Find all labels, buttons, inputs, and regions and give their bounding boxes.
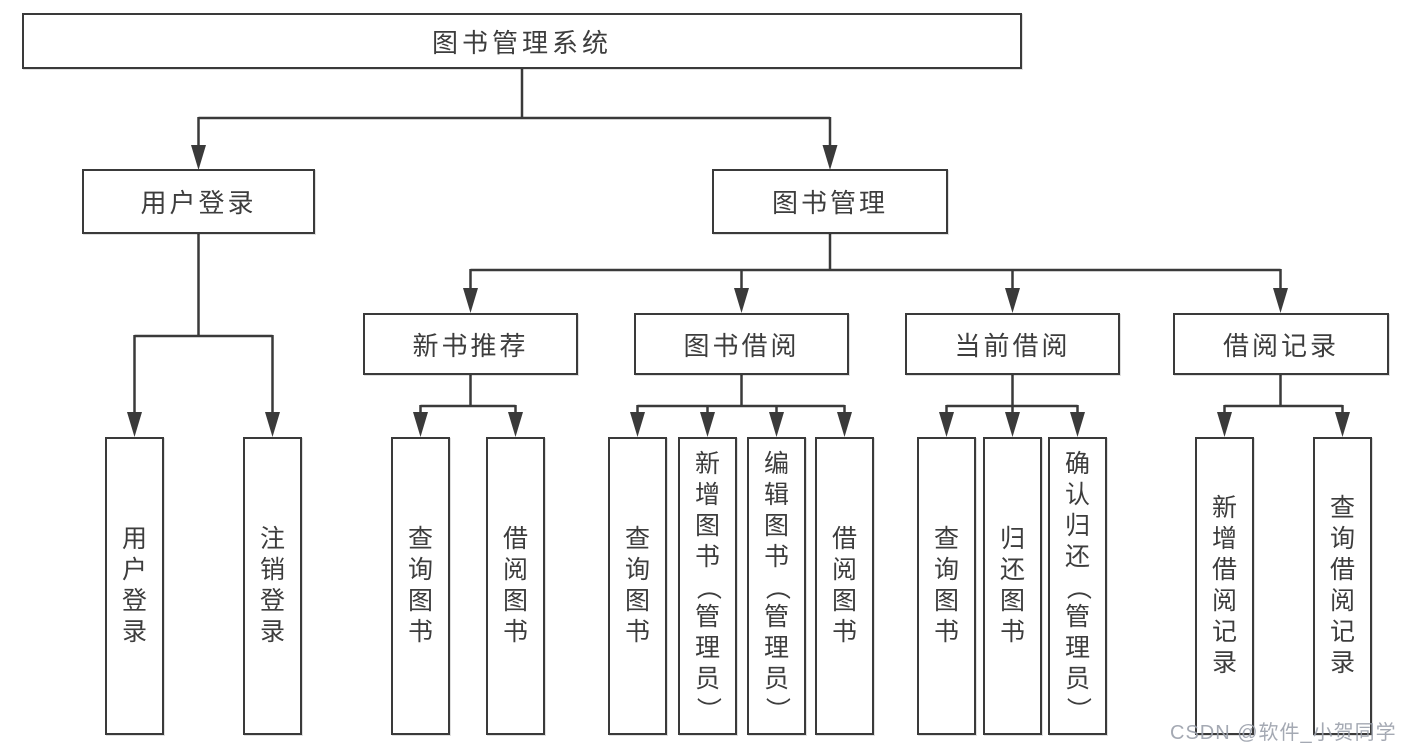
node-current-borrowing: 当前借阅 [905,313,1120,375]
node-label: 确认归还（管理员） [1063,449,1092,722]
node-add-borrow-record: 新增借阅记录 [1195,437,1254,735]
node-label: 查询图书 [933,525,959,646]
node-label: 借阅图书 [831,525,857,646]
node-label: 归还图书 [999,525,1025,646]
node-logout-leaf: 注销登录 [243,437,302,735]
node-label: 编辑图书（管理员） [762,449,791,722]
node-query-borrow-record: 查询借阅记录 [1313,437,1372,735]
node-label: 查询借阅记录 [1329,494,1355,677]
node-query-books-current: 查询图书 [917,437,976,735]
node-query-books-recommend: 查询图书 [391,437,450,735]
node-book-borrowing: 图书借阅 [634,313,849,375]
node-label: 用户登录 [121,525,147,646]
node-label: 查询图书 [624,525,650,646]
node-label: 注销登录 [259,525,285,646]
node-borrowing-records: 借阅记录 [1173,313,1389,375]
branch-user-login [133,234,274,414]
branch-borrow-record [1223,375,1344,414]
node-borrow-books-borrowing: 借阅图书 [815,437,874,735]
node-confirm-return-admin: 确认归还（管理员） [1048,437,1107,735]
csdn-watermark: CSDN @软件_小贺同学 [1170,722,1397,744]
node-borrow-books-recommend: 借阅图书 [486,437,545,735]
branch-book-management [469,234,1282,290]
node-add-books-admin: 新增图书（管理员） [678,437,737,735]
node-return-books: 归还图书 [983,437,1042,735]
node-library-management-system: 图书管理系统 [22,13,1022,69]
arrowheads [127,145,1350,437]
branch-current-borrow [945,375,1079,414]
node-edit-books-admin: 编辑图书（管理员） [747,437,806,735]
node-user-login: 用户登录 [82,169,315,234]
node-user-login-leaf: 用户登录 [105,437,164,735]
node-label: 查询图书 [407,525,433,646]
node-label: 新增图书（管理员） [693,449,722,722]
node-query-books-borrowing: 查询图书 [608,437,667,735]
branch-root [197,69,832,147]
branch-new-book [419,375,517,414]
node-label: 新增借阅记录 [1211,494,1237,677]
node-book-management: 图书管理 [712,169,948,234]
node-label: 借阅图书 [502,525,528,646]
node-new-book-recommendation: 新书推荐 [363,313,578,375]
branch-book-borrow [636,375,846,414]
